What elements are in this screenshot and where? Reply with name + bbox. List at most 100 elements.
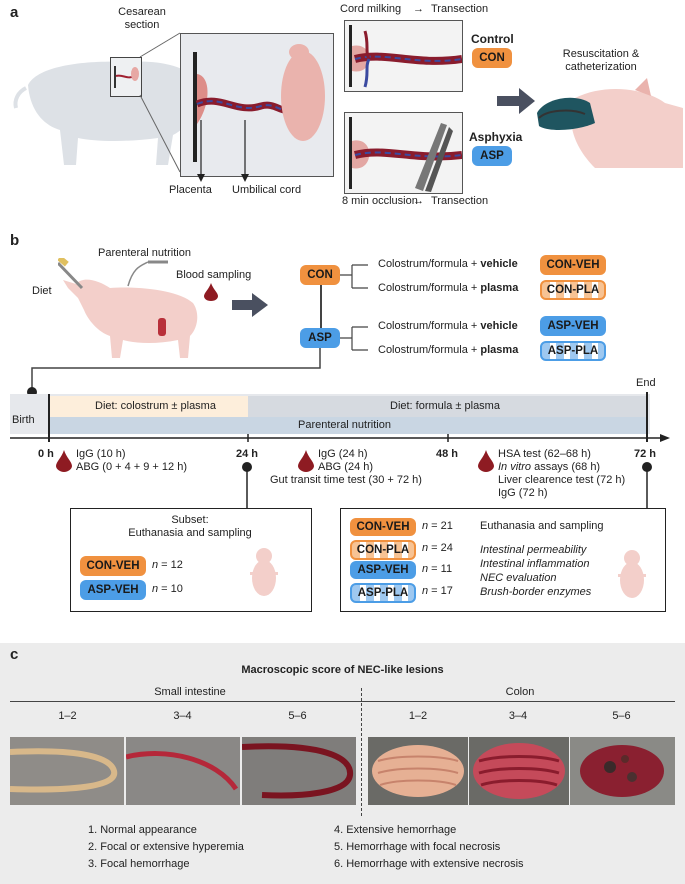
- tick-end: [646, 392, 648, 442]
- big-arrow-icon: [497, 88, 535, 114]
- subset-asp-veh-badge: ASP-VEH: [80, 580, 146, 600]
- big-arrow-b-icon: [232, 293, 268, 317]
- blood-drop-icon: [298, 450, 314, 472]
- end-label: End: [636, 377, 656, 389]
- blood-drop-icon: [204, 283, 218, 301]
- control-label: Control: [471, 32, 514, 46]
- diet-colostrum-bar: [48, 396, 248, 417]
- legend-right: 4. Extensive hemorrhage 5. Hemorrhage wi…: [334, 824, 524, 870]
- cord-milking-label: Cord milking: [340, 3, 402, 15]
- transection-top-label: Transection: [431, 3, 489, 15]
- small-intestine-label: Small intestine: [154, 686, 226, 698]
- branch-2: Colostrum/formula + plasma: [378, 282, 519, 294]
- transection-bottom-label: Transection: [431, 195, 489, 207]
- colon-label: Colon: [505, 686, 535, 698]
- branch-brackets: [340, 264, 368, 351]
- score-small-3: 5–6: [288, 710, 307, 722]
- tick-label-72: 72 h: [634, 448, 657, 460]
- subset-connector: [242, 462, 252, 510]
- parenteral-bar: [48, 417, 648, 434]
- branch-3: Colostrum/formula + vehicle: [378, 320, 518, 332]
- end-n-2: n = 24: [422, 542, 453, 554]
- photo-colon-normal: [368, 737, 468, 805]
- subset-n-2: n = 10: [152, 583, 183, 595]
- samples-block-2: IgG (24 h) ABG (24 h) Gut transit time t…: [270, 448, 422, 486]
- tick-label-0: 0 h: [38, 448, 54, 460]
- samples-block-1: IgG (10 h)ABG (0 + 4 + 9 + 12 h): [76, 448, 187, 473]
- parenteral-timeline-label: Parenteral nutrition: [298, 419, 391, 431]
- end-asp-veh-badge: ASP-VEH: [350, 561, 416, 579]
- sow-silhouette: [13, 61, 206, 165]
- con-asp-connector: [320, 285, 322, 328]
- resuscitation-label: Resuscitation & catheterization: [562, 48, 640, 73]
- piglet-mask-image: [537, 78, 683, 168]
- asp-badge-b: ASP: [300, 328, 340, 348]
- cesarean-label: Cesarean section: [118, 6, 166, 31]
- diet-colostrum-label: Diet: colostrum ± plasma: [95, 400, 216, 412]
- end-desc-3: Intestinal inflammation: [480, 558, 590, 570]
- asp-badge-a: ASP: [472, 146, 512, 166]
- blood-drop-icon: [478, 450, 494, 472]
- score-colon-1: 1–2: [408, 710, 428, 722]
- piglet-small-icon: [250, 548, 278, 596]
- end-desc-2: Intestinal permeability: [480, 544, 587, 556]
- subset-con-veh-badge: CON-VEH: [80, 556, 146, 576]
- birth-label: Birth: [12, 414, 35, 426]
- placenta-label: Placenta: [169, 184, 212, 196]
- photo-small-intestine-necrosis: [242, 737, 356, 805]
- zoom-lines: [139, 32, 181, 173]
- blood-drop-icon: [56, 450, 72, 472]
- subset-title: Subset: Euthanasia and sampling: [128, 514, 252, 539]
- end-n-1: n = 21: [422, 520, 453, 532]
- photo-colon-necrosis: [570, 737, 675, 805]
- asp-timeline-connector: [27, 348, 321, 397]
- samples-block-3: HSA test (62–68 h) In vitro assays (68 h…: [498, 448, 626, 499]
- photo-colon-hemorrhage: [469, 737, 569, 805]
- arrow-right-icon: →: [413, 3, 424, 15]
- con-badge-b: CON: [300, 265, 340, 285]
- cord-milking-image: [344, 20, 463, 92]
- blood-sampling-label: Blood sampling: [176, 269, 252, 281]
- placenta-zoom-box: [180, 33, 334, 177]
- branch-4: Colostrum/formula + plasma: [378, 344, 519, 356]
- diet-formula-label: Diet: formula ± plasma: [390, 400, 500, 412]
- tick-label-24: 24 h: [236, 448, 259, 460]
- end-n-3: n = 11: [422, 563, 453, 575]
- score-small-1: 1–2: [58, 710, 77, 722]
- piglet-small-icon: [618, 550, 646, 598]
- asp-pla-badge: ASP-PLA: [540, 341, 606, 361]
- zoom-inset-small: [110, 57, 142, 97]
- umbilical-cord-label: Umbilical cord: [232, 184, 302, 196]
- subset-n-1: n = 12: [152, 559, 183, 571]
- panel-c-divider: [361, 688, 362, 816]
- asp-veh-badge: ASP-VEH: [540, 316, 606, 336]
- parenteral-label: Parenteral nutrition: [98, 247, 191, 259]
- end-desc-1: Euthanasia and sampling: [480, 520, 604, 532]
- diet-formula-bar: [248, 396, 648, 417]
- occlusion-label: 8 min occlusion: [342, 195, 418, 207]
- end-asp-pla-badge: ASP-PLA: [350, 583, 416, 603]
- occlusion-image: [344, 112, 463, 194]
- arrow-right-icon: →: [413, 195, 424, 207]
- photo-small-intestine-hyperemia: [126, 737, 240, 805]
- end-desc-5: Brush-border enzymes: [480, 586, 592, 598]
- diet-label: Diet: [32, 285, 52, 297]
- panel-b-letter: b: [10, 232, 20, 249]
- score-small-2: 3–4: [173, 710, 192, 722]
- end-n-4: n = 17: [422, 585, 453, 597]
- end-con-veh-badge: CON-VEH: [350, 518, 416, 536]
- end-connector: [642, 462, 652, 510]
- score-colon-2: 3–4: [508, 710, 528, 722]
- branch-1: Colostrum/formula + vehicle: [378, 258, 518, 270]
- asphyxia-label: Asphyxia: [469, 130, 523, 144]
- panel-a-letter: a: [10, 4, 19, 21]
- end-con-pla-badge: CON-PLA: [350, 540, 416, 560]
- score-colon-3: 5–6: [612, 710, 631, 722]
- timeline-axis: [10, 434, 670, 442]
- con-pla-badge: CON-PLA: [540, 280, 606, 300]
- panel-c-letter: c: [10, 646, 19, 663]
- con-badge-a: CON: [472, 48, 512, 68]
- end-desc-4: NEC evaluation: [480, 572, 557, 584]
- label-arrows: [197, 120, 249, 182]
- tick-label-48: 48 h: [436, 448, 459, 460]
